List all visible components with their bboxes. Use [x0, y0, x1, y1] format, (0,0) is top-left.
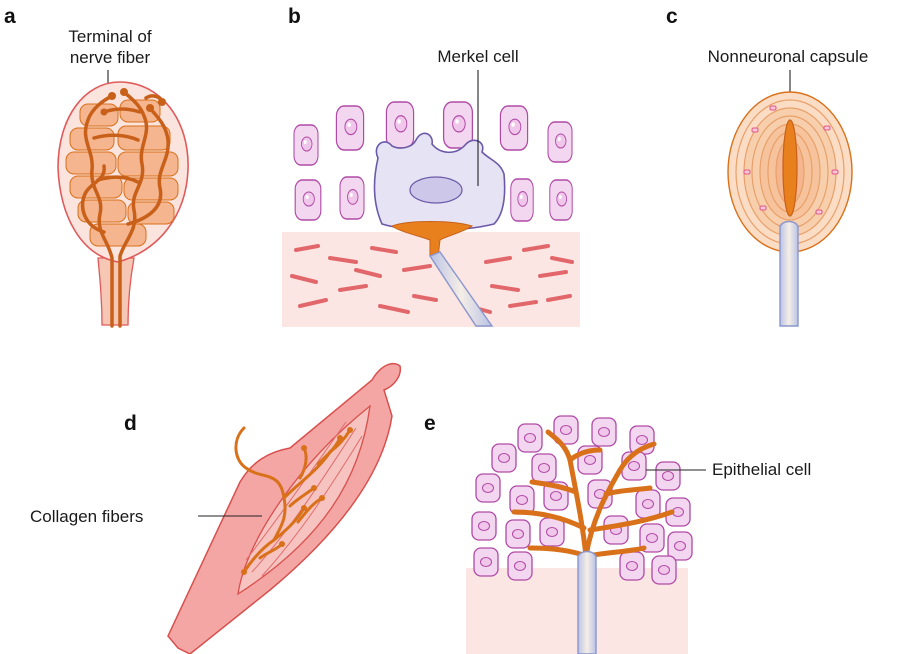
terminal-label-line2: nerve fiber	[70, 48, 151, 67]
nonneuronal-capsule-label: Nonneuronal capsule	[708, 47, 869, 66]
panel-a: a Terminal of nerve fiber	[4, 5, 188, 326]
epithelial-cell-label: Epithelial cell	[712, 460, 811, 479]
afferent-axon-c	[780, 222, 798, 327]
panel-c: c Nonneuronal capsule	[666, 5, 868, 326]
panel-d: d Collagen fibers	[30, 364, 400, 654]
afferent-axon-e	[578, 552, 596, 654]
corpuscle-stalk	[98, 258, 134, 325]
panel-e: e	[424, 412, 811, 654]
merkel-cell-label: Merkel cell	[437, 47, 518, 66]
terminal-label-line1: Terminal of	[68, 27, 151, 46]
panel-letter-e: e	[424, 412, 436, 435]
panel-letter-a: a	[4, 5, 16, 28]
merkel-nucleus	[410, 177, 462, 203]
panel-letter-c: c	[666, 5, 678, 28]
panel-b: b Merkel cell	[282, 5, 580, 327]
collagen-fibers-label: Collagen fibers	[30, 507, 143, 526]
panel-letter-d: d	[124, 412, 137, 435]
panel-letter-b: b	[288, 5, 301, 28]
nerve-ending-core	[783, 120, 797, 216]
